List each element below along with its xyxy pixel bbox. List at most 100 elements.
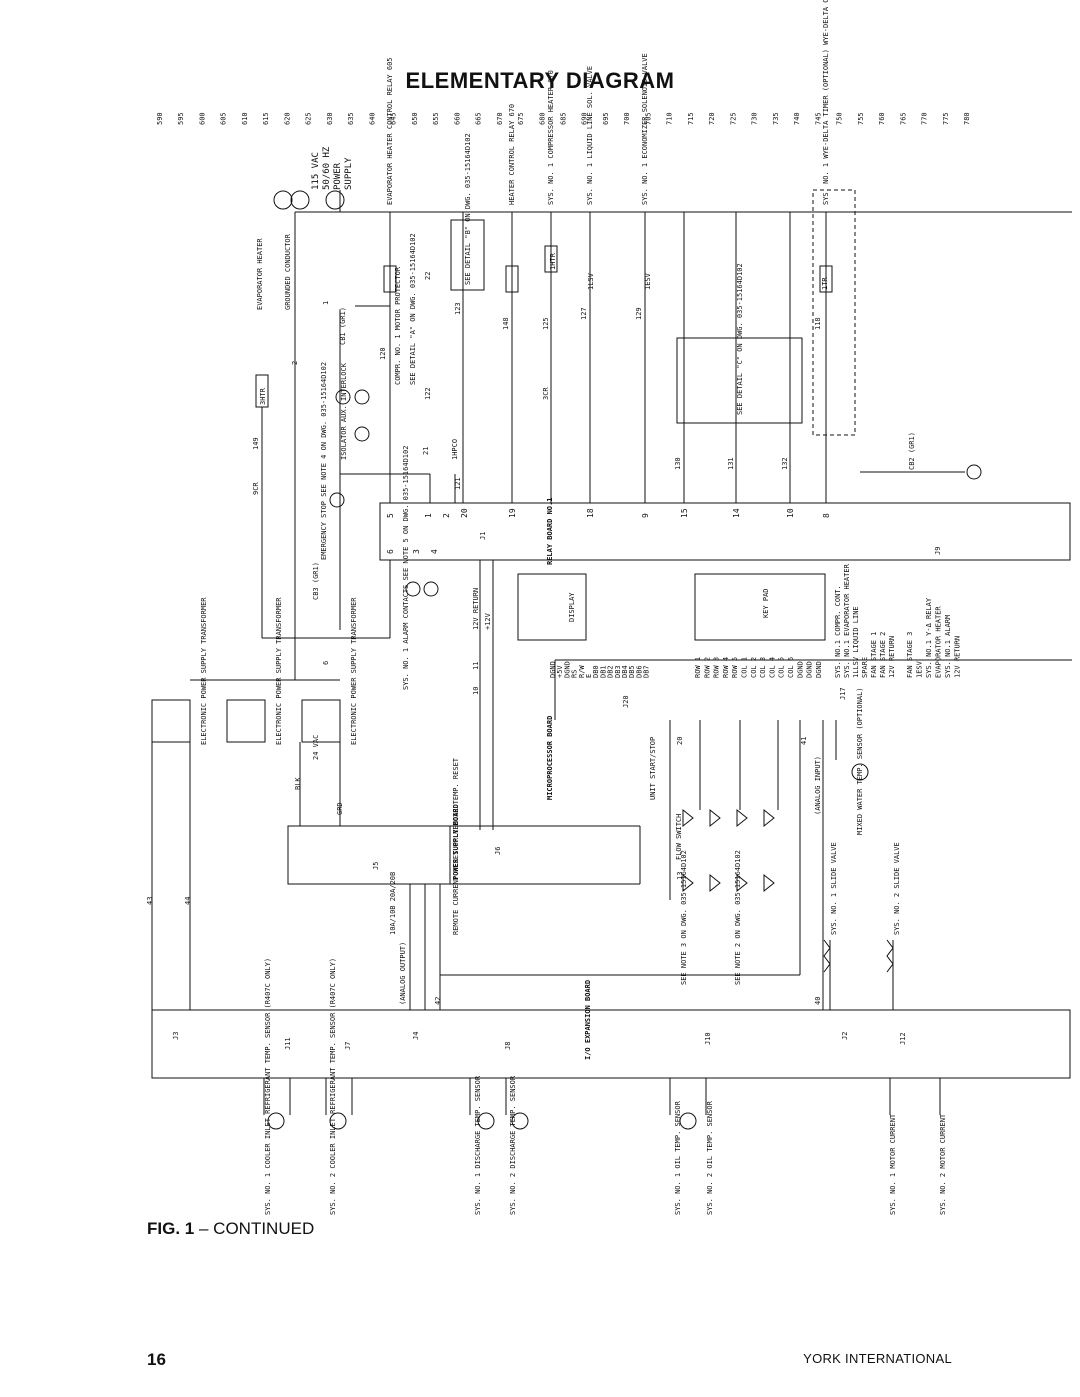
component-label: 3CR: [542, 387, 550, 400]
cb2-label: CB2 (GR1): [908, 432, 916, 470]
keypad-pin-label: COL 4: [768, 657, 776, 678]
j3-output-label: FAN STAGE 2: [879, 632, 887, 678]
keypad-pin-label: DGND: [806, 661, 814, 678]
j4-output-label: 1ESV: [916, 660, 924, 678]
wire-number: 6: [322, 661, 330, 665]
evap-heater-relay-label: EVAPORATOR HEATER CONTROL RELAY 605: [386, 57, 394, 205]
keypad-label: KEY PAD: [762, 588, 770, 618]
j3-output-list: SYS. NO.1 COMPR. CONT.SYS. NO.1 EVAPORAT…: [834, 563, 896, 678]
detail-b-box: [450, 219, 485, 291]
wire-number: 118: [814, 317, 822, 330]
j4-output-label: 12V RETURN: [954, 636, 962, 678]
line-number: 675: [517, 112, 525, 125]
keypad-box: [694, 573, 826, 641]
economizer-valve-label: SYS. NO. 1 ECONOMIZER SOLENOID VALVE: [641, 53, 649, 205]
relay-terminal: 15: [680, 508, 689, 518]
wye-delta-box: [812, 189, 856, 436]
relay-board-label: RELAY BOARD NO.1: [546, 498, 554, 565]
wire-number: 11: [472, 662, 480, 670]
relay-terminal: 20: [460, 508, 469, 518]
wire-number: 43: [146, 897, 154, 905]
keypad-pin-label: ROW 5: [731, 657, 739, 678]
detail-a-label: SEE DETAIL "A" ON DWG. 035-15164D102: [409, 233, 417, 385]
figure-dash: –: [198, 1219, 209, 1238]
wire-number: 129: [635, 307, 643, 320]
line-number: 645: [390, 112, 398, 125]
bottom-sensor-label: SYS. NO. 2 COOLER INLET REFRIGERANT TEMP…: [329, 958, 337, 1215]
line-number: 765: [899, 112, 907, 125]
wire-number: 42: [434, 997, 442, 1005]
display-pin-label: DB0: [592, 665, 600, 678]
company-footer: YORK INTERNATIONAL: [803, 1351, 952, 1366]
relay-terminal-lower: 6: [386, 549, 395, 554]
display-pin-label: DB7: [643, 665, 651, 678]
line-number: 695: [602, 112, 610, 125]
relay-terminal: 19: [508, 508, 517, 518]
keypad-pin-label: COL 5: [778, 657, 786, 678]
line-number: 710: [666, 112, 674, 125]
line-number: 740: [793, 112, 801, 125]
relay-terminal: 18: [586, 508, 595, 518]
power-supply-label-hz: 50/60 HZ: [322, 146, 332, 190]
connector-label: J4: [412, 1032, 420, 1040]
display-pin-label: R/W: [578, 665, 586, 678]
transformer-2-label: ELECTRONIC POWER SUPPLY TRANSFORMER: [275, 597, 283, 745]
power-supply-label-power: POWER: [333, 162, 343, 190]
microprocessor-board-label: MICROPROCESSOR BOARD: [546, 716, 554, 800]
heater-control-relay-label: HEATER CONTROL RELAY 670: [508, 104, 516, 205]
line-number: 590: [156, 112, 164, 125]
bottom-sensor-label: SYS. NO. 1 MOTOR CURRENT: [889, 1113, 897, 1215]
see-note-3-label: SEE NOTE 3 ON DWG. 035-15164D102: [680, 850, 688, 985]
keypad-pin-label: COL 3: [759, 657, 767, 678]
analog-output-label: (ANALOG OUTPUT): [399, 942, 407, 1005]
line-number: 725: [729, 112, 737, 125]
bottom-sensor-label: SYS. NO. 2 MOTOR CURRENT: [939, 1113, 947, 1215]
wire-number: 13: [676, 872, 684, 880]
keypad-pin-label: ROW 4: [722, 657, 730, 678]
keypad-pin-label: COL 6: [787, 657, 795, 678]
line-number: 635: [347, 112, 355, 125]
connector-label: J7: [344, 1042, 352, 1050]
bottom-sensor-label: SYS. NO. 1 DISCHARGE TEMP. SENSOR: [474, 1075, 482, 1215]
page-number: 16: [147, 1350, 166, 1369]
power-supply-board-label: POWER SUPPLY BOARD: [452, 804, 460, 880]
line-number: 700: [623, 112, 631, 125]
line-number: 600: [198, 112, 206, 125]
relay-terminal: 8: [822, 513, 831, 518]
display-pin-label: DB2: [607, 665, 615, 678]
connector-label: J20: [622, 695, 630, 708]
remote-reset-label: REMOTE CURRENT RESET OR REMOTE TEMP. RES…: [452, 757, 460, 935]
emergency-stop-label: EMERGENCY STOP SEE NOTE 4 ON DWG. 035-15…: [320, 362, 328, 560]
slide-valve-1-label: SYS. NO. 1 SLIDE VALVE: [830, 842, 838, 935]
j3-output-label: 12V RETURN: [888, 636, 896, 678]
wire-number: 125: [542, 317, 550, 330]
wire-number: 123: [454, 302, 462, 315]
line-number: 605: [220, 112, 228, 125]
display-pin-label: +5V: [556, 665, 564, 678]
wire-number: 131: [727, 457, 735, 470]
line-number: 690: [581, 112, 589, 125]
keypad-pin-label: DGND: [796, 661, 804, 678]
component-label: 1HTR: [549, 252, 557, 270]
bottom-sensor-label: SYS. NO. 1 OIL TEMP. SENSOR: [674, 1100, 682, 1215]
connector-label: J2: [841, 1032, 849, 1040]
line-number: 735: [772, 112, 780, 125]
j3-output-label: SYS. NO.1 EVAPORATOR HEATER: [843, 563, 851, 678]
keypad-pin-label: DGND: [815, 661, 823, 678]
bottom-sensor-label: SYS. NO. 1 COOLER INLET REFRIGERANT TEMP…: [264, 958, 272, 1215]
display-box: [517, 573, 587, 641]
connector-label: J5: [372, 862, 380, 870]
j4-output-label: FAN STAGE 3: [906, 632, 914, 678]
transformer-1-label: ELECTRONIC POWER SUPPLY TRANSFORMER: [200, 597, 208, 745]
line-number: 640: [368, 112, 376, 125]
component-label: GRD: [336, 802, 344, 815]
j3-output-label: FAN STAGE 1: [870, 632, 878, 678]
line-number: 775: [942, 112, 950, 125]
cb1-label: CB1 (GR1): [339, 307, 347, 345]
reset-codes-label: 10A/10B 20A/20B: [389, 872, 397, 935]
